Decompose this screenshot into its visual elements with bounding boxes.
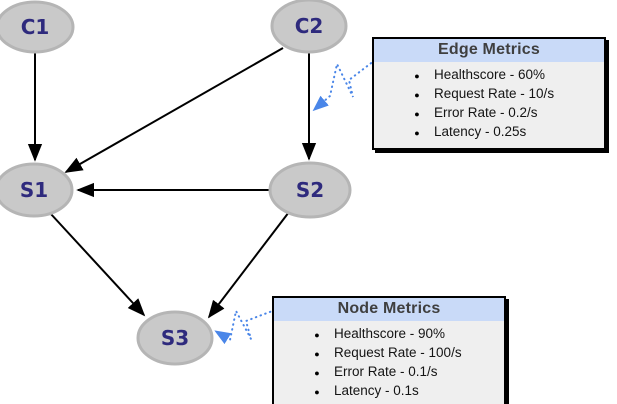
- metric-item: ● Healthscore - 90%: [274, 325, 504, 344]
- node-metrics-title: Node Metrics: [274, 298, 504, 321]
- metric-item: ● Request Rate - 100/s: [274, 344, 504, 363]
- edge-metrics-pointer-arrow: [312, 53, 384, 112]
- metric-text: Latency - 0.25s: [434, 124, 527, 139]
- edge-s1-s3: [49, 212, 146, 317]
- node-s1[interactable]: [0, 162, 74, 218]
- metric-item: ● Error Rate - 0.1/s: [274, 363, 504, 382]
- edge-c2-s1: [64, 47, 284, 173]
- node-c1-label: C1: [21, 15, 50, 39]
- edge-s2-s3: [207, 211, 290, 319]
- node-s1-label: S1: [20, 178, 48, 202]
- node-metrics-panel: Node Metrics ● Healthscore - 90% ● Reque…: [272, 296, 506, 404]
- metric-item: ● Healthscore - 60%: [374, 66, 604, 85]
- bullet-icon: ●: [314, 387, 320, 397]
- metric-text: Request Rate - 100/s: [334, 345, 462, 360]
- node-metrics-pointer-arrow: [214, 308, 276, 345]
- bullet-icon: ●: [314, 330, 320, 340]
- bullet-icon: ●: [414, 71, 420, 81]
- pointer-group: [214, 53, 384, 345]
- metric-text: Healthscore - 60%: [434, 67, 546, 82]
- metric-text: Error Rate - 0.1/s: [334, 364, 438, 379]
- node-s3-label: S3: [161, 326, 189, 350]
- node-s2[interactable]: [268, 161, 352, 219]
- metric-item: ● Request Rate - 10/s: [374, 85, 604, 104]
- node-c1[interactable]: [0, 0, 75, 54]
- node-s3[interactable]: [136, 310, 214, 366]
- bullet-icon: ●: [314, 368, 320, 378]
- edge-metrics-panel: Edge Metrics ● Healthscore - 60% ● Reque…: [372, 37, 606, 150]
- node-c2-label: C2: [295, 14, 324, 38]
- node-s2-label: S2: [296, 178, 324, 202]
- bullet-icon: ●: [414, 90, 420, 100]
- bullet-icon: ●: [314, 349, 320, 359]
- bullet-icon: ●: [414, 109, 420, 119]
- metric-item: ● Latency - 0.1s: [274, 382, 504, 401]
- metric-text: Request Rate - 10/s: [434, 86, 555, 101]
- node-group: C1 C2 S1 S2 S3: [0, 0, 352, 366]
- metric-item: ● Error Rate - 0.2/s: [374, 104, 604, 123]
- metric-item: ● Latency - 0.25s: [374, 123, 604, 142]
- edge-metrics-list: ● Healthscore - 60% ● Request Rate - 10/…: [374, 62, 604, 148]
- node-metrics-list: ● Healthscore - 90% ● Request Rate - 100…: [274, 321, 504, 404]
- metric-text: Error Rate - 0.2/s: [434, 105, 538, 120]
- edge-group: [27, 47, 317, 319]
- metric-text: Latency - 0.1s: [334, 383, 419, 398]
- node-c2[interactable]: [270, 0, 348, 54]
- bullet-icon: ●: [414, 128, 420, 138]
- metric-text: Healthscore - 90%: [334, 326, 446, 341]
- edge-metrics-title: Edge Metrics: [374, 39, 604, 62]
